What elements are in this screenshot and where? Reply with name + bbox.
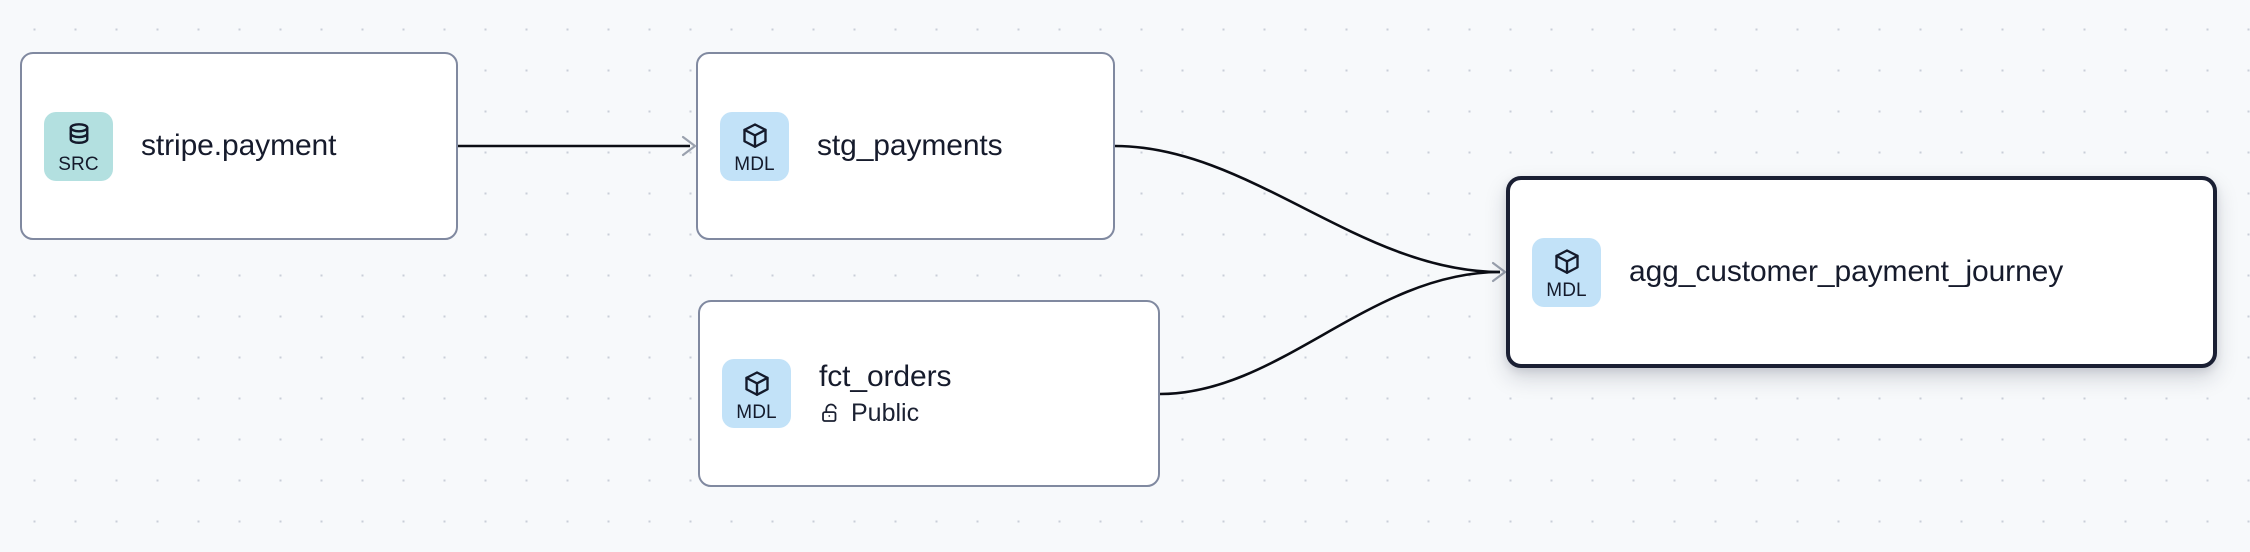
badge-label: SRC: [58, 154, 99, 175]
node-body: agg_customer_payment_journey: [1629, 255, 2063, 289]
badge-src: SRC: [44, 111, 113, 181]
badge-label: MDL: [1546, 280, 1587, 301]
node-body: fct_orders Public: [819, 360, 951, 427]
node-body: stg_payments: [817, 129, 1003, 163]
node-stripe-payment[interactable]: SRC stripe.payment: [20, 52, 458, 240]
edge-stripe-to-stg: [458, 135, 697, 157]
edge-stg-to-agg: [1114, 144, 1507, 283]
badge-mdl: MDL: [720, 111, 789, 181]
badge-mdl: MDL: [1532, 237, 1601, 307]
node-fct-orders[interactable]: MDL fct_orders Public: [698, 300, 1160, 487]
node-title: stripe.payment: [141, 129, 337, 163]
cube-icon: [742, 369, 772, 399]
node-title: stg_payments: [817, 129, 1003, 163]
badge-label: MDL: [736, 401, 777, 423]
visibility-label: Public: [851, 398, 920, 427]
database-icon: [64, 121, 94, 151]
node-agg-customer-payment-journey[interactable]: MDL agg_customer_payment_journey: [1506, 176, 2217, 368]
node-stg-payments[interactable]: MDL stg_payments: [696, 52, 1115, 240]
badge-mdl: MDL: [722, 359, 791, 428]
node-body: stripe.payment: [141, 129, 336, 163]
unlock-icon: [819, 402, 842, 425]
badge-label: MDL: [734, 154, 775, 175]
node-title: agg_customer_payment_journey: [1629, 255, 2064, 289]
node-visibility: Public: [819, 398, 951, 428]
cube-icon: [740, 121, 770, 151]
edge-fct-to-agg: [1159, 270, 1501, 396]
node-title: fct_orders: [819, 359, 952, 393]
cube-icon: [1552, 247, 1582, 277]
